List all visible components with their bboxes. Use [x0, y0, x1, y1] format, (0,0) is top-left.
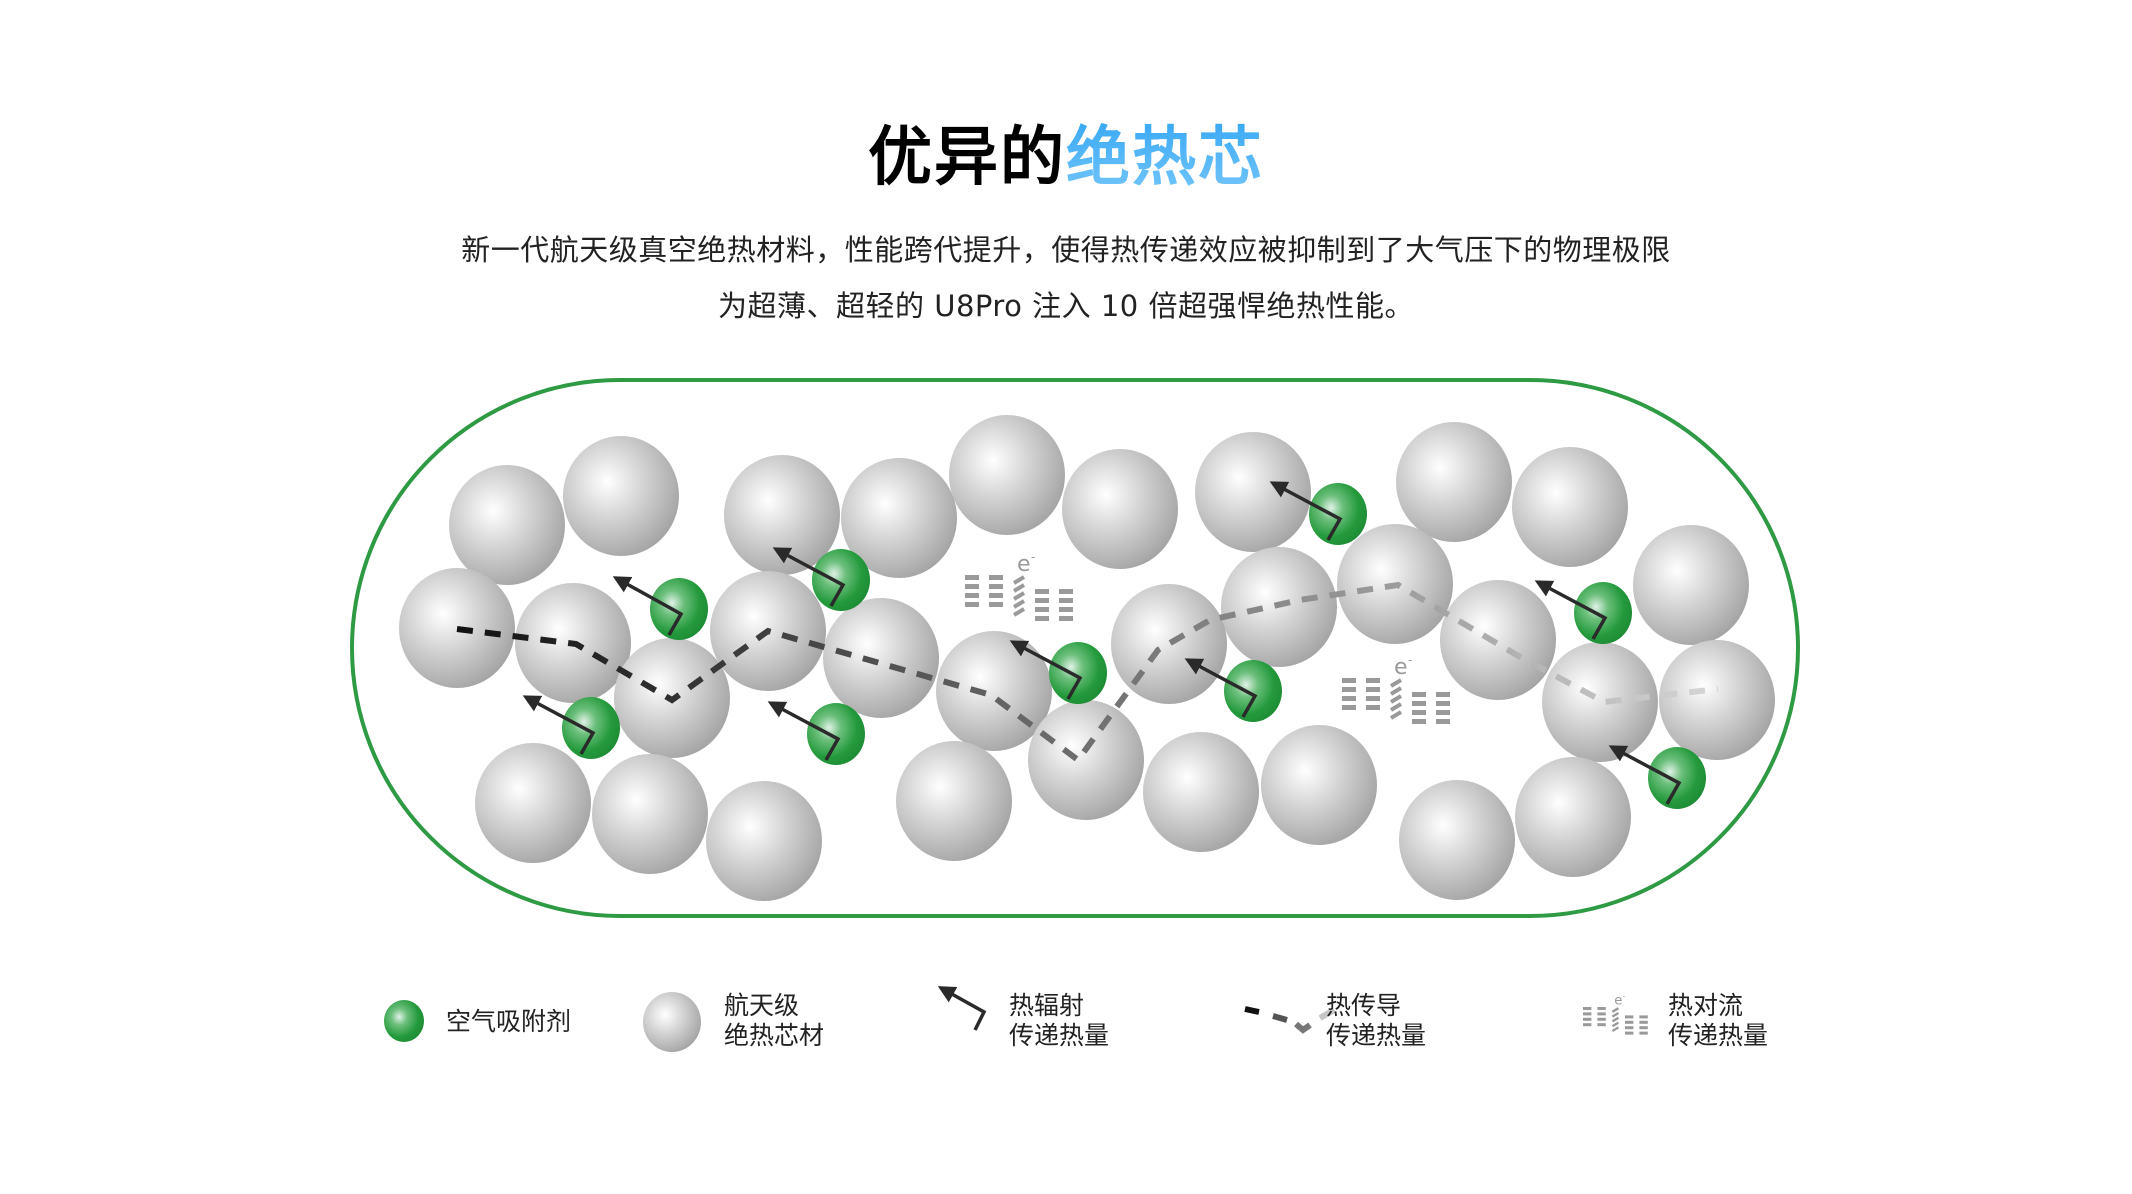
subtitle-line-2: 为超薄、超轻的 U8Pro 注入 10 倍超强悍绝热性能。 — [718, 289, 1414, 323]
convection-glyph-2 — [1340, 651, 1452, 726]
legend-conduction-line2: 传递热量 — [1326, 1021, 1427, 1050]
convection-glyph-1 — [963, 548, 1075, 623]
core-spheres — [399, 415, 1775, 901]
legend-radiation-line2: 传递热量 — [1009, 1021, 1110, 1050]
title-black-part: 优异的 — [868, 121, 1066, 195]
subtitle-line-1: 新一代航天级真空绝热材料，性能跨代提升，使得热传递效应被抑制到了大气压下的物理极… — [461, 233, 1671, 267]
dashed-line-icon — [1244, 1006, 1336, 1034]
adsorbent-spheres — [522, 481, 1706, 809]
bent-arrow-icon — [937, 986, 987, 1031]
title-blue-part: 绝热芯 — [1066, 121, 1264, 195]
conduction-path — [456, 581, 1719, 765]
legend-radiation-line1: 热辐射 — [1009, 991, 1085, 1020]
legend-convection-line2: 传递热量 — [1668, 1021, 1769, 1050]
legend-core-line1: 航天级 — [724, 991, 800, 1020]
legend-convection-line1: 热对流 — [1668, 991, 1744, 1020]
gray-sphere-icon — [643, 992, 701, 1052]
legend-conduction-line1: 热传导 — [1326, 991, 1402, 1020]
legend-core-line2: 绝热芯材 — [724, 1021, 825, 1050]
page-title: 优异的绝热芯 — [0, 118, 2132, 198]
convection-lines-icon — [1581, 990, 1650, 1036]
capsule-outline — [350, 378, 1800, 918]
green-sphere-icon — [384, 1000, 424, 1042]
legend-adsorbent-label: 空气吸附剂 — [446, 1007, 572, 1036]
